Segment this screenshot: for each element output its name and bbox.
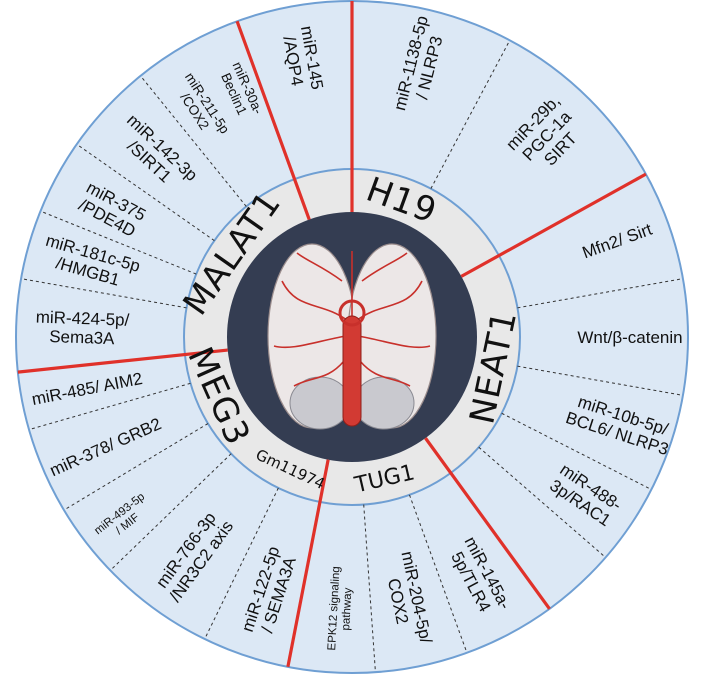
brain-illustration	[267, 243, 437, 430]
entry-divider	[517, 365, 683, 396]
blood-vessel	[273, 335, 347, 349]
entry-divider	[408, 494, 468, 653]
entry-divider	[28, 382, 191, 431]
entry-divider	[40, 210, 197, 275]
entry-divider	[109, 453, 232, 571]
meg3-label-mir424-line: miR-424-5p/	[35, 307, 129, 329]
entry-divider	[21, 278, 187, 309]
blood-vessel	[357, 335, 431, 349]
tug1-label-epk12-line: pathway	[340, 587, 354, 631]
cerebellum-left	[289, 376, 351, 430]
group-divider	[286, 459, 330, 668]
tug1-label-epk12: EPK12 signalingpathway	[326, 566, 355, 652]
circle-of-willis	[338, 299, 366, 327]
entry-divider	[430, 40, 511, 189]
entry-divider	[363, 504, 376, 673]
meg3-label-mir424: miR-424-5p/Sema3A	[35, 307, 130, 348]
blood-vessel	[296, 252, 343, 282]
entry-divider	[204, 487, 279, 640]
group-divider	[235, 20, 311, 221]
blood-vessel	[293, 360, 345, 387]
cerebellum-right	[353, 376, 415, 430]
group-divider	[424, 437, 551, 610]
entry-divider	[478, 446, 606, 558]
malat1-label-mir145: miR-145/AQP4	[278, 24, 327, 94]
entry-divider	[63, 423, 209, 511]
entry-divider	[517, 278, 683, 309]
group-divider	[17, 348, 228, 374]
meg3-label-mir424-line: Sema3A	[49, 327, 115, 348]
entry-divider	[140, 75, 247, 207]
blood-vessel	[361, 252, 408, 282]
blood-vessel	[359, 360, 411, 387]
neat1-label-wnt-line: Wnt/β-catenin	[577, 328, 682, 347]
brainstem-artery	[342, 315, 362, 427]
entry-divider	[76, 143, 215, 242]
group-divider	[460, 172, 647, 278]
tug1-label-epk12-line: EPK12 signaling	[326, 566, 342, 651]
entry-divider	[501, 412, 652, 490]
neat1-label-wnt: Wnt/β-catenin	[577, 328, 682, 347]
